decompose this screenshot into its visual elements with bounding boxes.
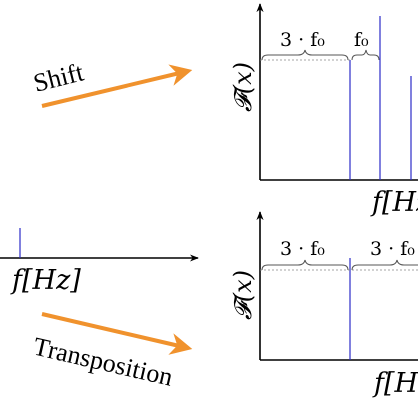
bottom-plot-brace-2-label: 3 · f₀: [370, 238, 415, 260]
top-plot-y-axis-label: 𝓕(x): [229, 62, 257, 112]
bottom-plot-x-axis-label: f[H: [372, 368, 418, 399]
bottom-plot-y-axis-label: 𝓕(x): [229, 270, 257, 320]
bottom-right-plot: 𝓕(x) f[H 3 · f₀ 3 · f₀: [229, 211, 418, 399]
shift-arrow-group: Shift: [30, 57, 193, 108]
bottom-plot-brace-2: [351, 259, 418, 271]
bottom-plot-brace-1-label: 3 · f₀: [280, 238, 325, 260]
top-plot-brace-1-label: 3 · f₀: [280, 29, 325, 51]
top-plot-brace-1: [261, 49, 349, 61]
top-right-plot: 𝓕(x) f[Hz 3 · f₀ f₀: [229, 3, 418, 218]
shift-arrow: [41, 64, 193, 108]
bottom-left-x-axis-label: f[Hz]: [10, 265, 81, 296]
bottom-plot-brace-1: [261, 259, 349, 271]
transposition-arrow-group: Transposition: [31, 312, 193, 392]
top-plot-x-axis-label: f[Hz: [370, 187, 418, 218]
top-plot-brace-2: [351, 49, 380, 61]
bottom-left-plot: f[Hz]: [0, 228, 199, 296]
shift-arrow-label: Shift: [30, 57, 87, 98]
top-plot-brace-2-label: f₀: [354, 29, 369, 51]
transposition-arrow: [41, 312, 193, 355]
